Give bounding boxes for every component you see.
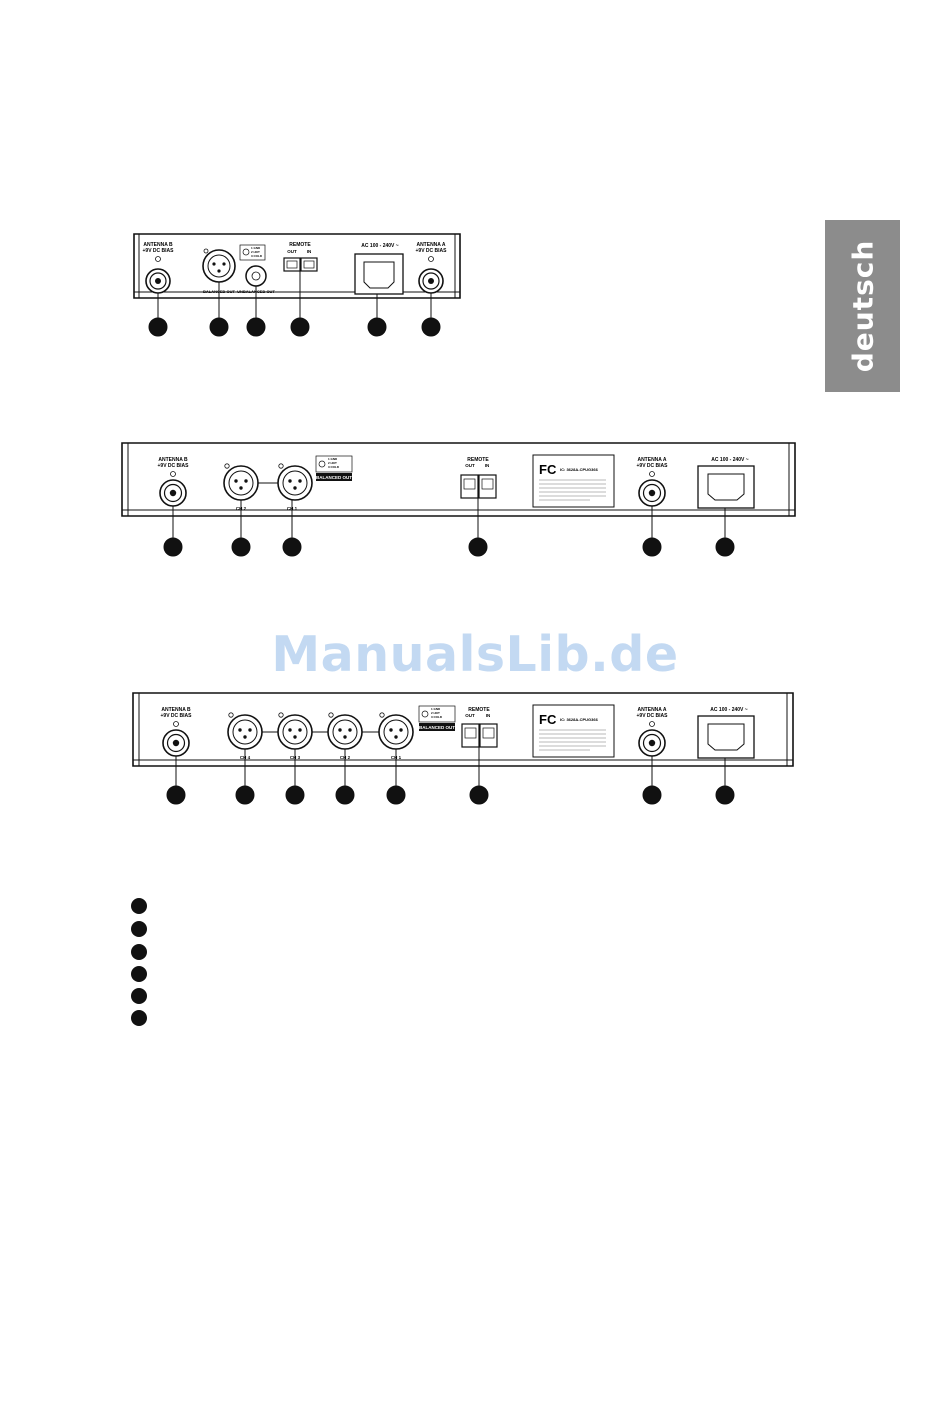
p1-ac-label: AC 100 - 240V ~ — [361, 243, 398, 249]
p3-xlr-ch2-icon — [327, 712, 363, 750]
p1-power-inlet-icon — [354, 253, 404, 295]
p3-callouts — [166, 747, 735, 805]
legend-bullet-6 — [131, 1010, 147, 1026]
p1-pin-2: 2 HOT — [251, 250, 260, 254]
p1-antenna-a-label-1: ANTENNA A — [416, 242, 445, 248]
p2-pin-2: 2 HOT — [328, 461, 337, 465]
legend-bullet-1 — [131, 898, 147, 914]
p3-remote-label: REMOTE — [468, 707, 490, 713]
p3-antenna-a-label-2: +9V DC BIAS — [637, 713, 669, 719]
p1-antenna-a-connector-icon — [418, 268, 444, 294]
legend-bullet-2 — [131, 921, 147, 937]
p3-remote-ports-icon — [461, 723, 498, 748]
p2-antenna-a-connector-icon — [638, 479, 666, 507]
p2-remote-out: OUT — [465, 463, 475, 468]
p2-callouts — [163, 498, 735, 557]
p1-antenna-b-connector-icon — [145, 268, 171, 294]
p2-remote-in: IN — [485, 463, 490, 468]
p2-antenna-b-label-1: ANTENNA B — [158, 457, 188, 463]
p1-pin-1: 1 GND — [251, 246, 261, 250]
p2-balanced-out-label: BALANCED OUT — [316, 475, 352, 480]
p2-remote-ports-icon — [460, 474, 497, 499]
p3-pin-1: 1 GND — [431, 707, 441, 711]
p2-antenna-b-label-2: +9V DC BIAS — [158, 463, 190, 469]
p3-pin-3: 3 COLD — [431, 715, 443, 719]
p1-antenna-a-label-2: +9V DC BIAS — [416, 248, 448, 254]
p2-antenna-a-label-1: ANTENNA A — [637, 457, 666, 463]
p3-antenna-a-label-1: ANTENNA A — [637, 707, 666, 713]
p3-fcc-ic: IC: 3628A-CPUG366 — [560, 717, 599, 722]
p2-pin-1: 1 GND — [328, 457, 338, 461]
p3-pin-2: 2 HOT — [431, 711, 440, 715]
p1-callouts — [148, 271, 441, 337]
rear-panel-dual: ANTENNA B +9V DC BIAS CH 2 — [121, 442, 796, 557]
legend-bullet-3 — [131, 944, 147, 960]
p2-xlr-ch2-icon — [223, 463, 259, 501]
p3-antenna-b-label-1: ANTENNA B — [161, 707, 191, 713]
p1-xlr-connector-icon — [202, 248, 236, 283]
legend-bullets — [131, 898, 147, 1026]
p3-remote-out: OUT — [465, 713, 475, 718]
watermark-text: ManualsLib.de — [271, 626, 679, 683]
p2-ac-label: AC 100 - 240V ~ — [711, 457, 748, 463]
rear-panel-quad: ANTENNA B +9V DC BIAS — [132, 692, 794, 805]
p2-remote-label: REMOTE — [467, 457, 489, 463]
p2-fcc-label: FC IC: 3628A-CPUG366 — [532, 454, 615, 508]
p1-remote-ports-icon — [283, 257, 318, 272]
p3-fcc-label: FC IC: 3628A-CPUG366 — [532, 704, 615, 758]
p3-antenna-b-label-2: +9V DC BIAS — [161, 713, 193, 719]
p3-power-inlet-icon — [697, 715, 755, 759]
p1-antenna-b-label-2: +9V DC BIAS — [143, 248, 175, 254]
p3-ac-label: AC 100 - 240V ~ — [710, 707, 747, 713]
p2-power-inlet-icon — [697, 465, 755, 509]
p1-remote-label: REMOTE — [289, 242, 311, 248]
rear-panel-single: ANTENNA B +9V DC BIAS 1 GND 2 HOT 3 COLD… — [133, 233, 461, 337]
p1-remote-out: OUT — [287, 249, 297, 254]
p2-xlr-ch1-icon — [277, 463, 313, 501]
p2-fcc-ic: IC: 3628A-CPUG366 — [560, 467, 599, 472]
p1-antenna-b-label-1: ANTENNA B — [143, 242, 173, 248]
p1-pin-3: 3 COLD — [251, 254, 263, 258]
p2-antenna-b-connector-icon — [159, 479, 187, 507]
p3-antenna-b-connector-icon — [162, 729, 190, 757]
language-tab[interactable]: deutsch — [825, 220, 900, 392]
legend-bullet-4 — [131, 966, 147, 982]
p1-jack-connector-icon — [245, 265, 267, 287]
p2-fcc-logo: FC — [539, 462, 557, 477]
p3-antenna-a-connector-icon — [638, 729, 666, 757]
p2-pin-3: 3 COLD — [328, 465, 340, 469]
p3-remote-in: IN — [486, 713, 491, 718]
legend-bullet-5 — [131, 988, 147, 1004]
p3-fcc-logo: FC — [539, 712, 557, 727]
p2-antenna-a-label-2: +9V DC BIAS — [637, 463, 669, 469]
p3-balanced-out-label: BALANCED OUT — [419, 725, 455, 730]
p1-remote-in: IN — [307, 249, 312, 254]
